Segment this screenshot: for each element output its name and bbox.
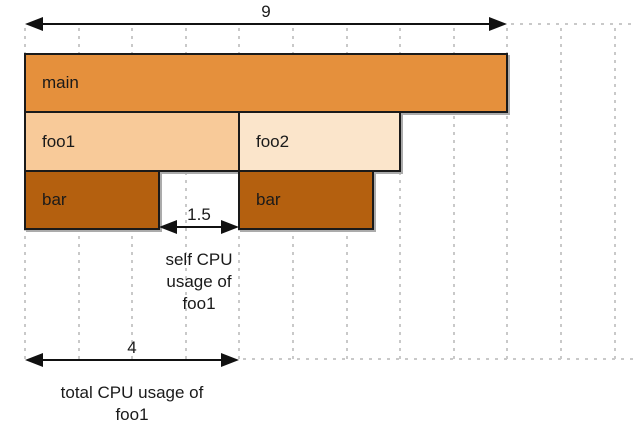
caption-line: self CPU — [165, 250, 233, 269]
total-width-arrow — [25, 17, 507, 31]
arrow-shaft — [38, 23, 494, 25]
self-cpu-foo1-caption: self CPU usage of foo1 — [165, 249, 232, 315]
grid-line — [506, 28, 508, 360]
arrowhead-left-icon — [25, 353, 43, 367]
frame-foo1-label: foo1 — [42, 131, 76, 151]
arrow-shaft — [172, 226, 226, 228]
frame-foo1: foo1 — [24, 111, 240, 172]
caption-line: foo1 — [182, 294, 216, 313]
frame-bar-right-label: bar — [256, 190, 281, 209]
caption-line: usage of — [166, 272, 232, 291]
total-cpu-foo1-value: 4 — [127, 338, 137, 357]
grid-line — [614, 28, 616, 360]
grid-line — [399, 28, 401, 360]
grid-line — [185, 28, 187, 360]
grid-line — [560, 28, 562, 360]
arrowhead-left-icon — [25, 17, 43, 31]
bottom-dotted-extension-line — [243, 358, 633, 360]
frame-foo2-label: foo2 — [256, 131, 290, 151]
arrowhead-right-icon — [221, 220, 239, 234]
total-width-value: 9 — [261, 2, 271, 21]
top-dotted-extension-line — [511, 23, 633, 25]
frame-foo2: foo2 — [238, 111, 401, 172]
frame-main-label: main — [42, 73, 79, 92]
total-cpu-foo1-arrow — [25, 353, 239, 367]
caption-line: foo1 — [115, 405, 149, 424]
self-cpu-foo1-value: 1.5 — [187, 205, 211, 224]
arrow-shaft — [38, 359, 226, 361]
frame-bar-left-label: bar — [42, 190, 67, 209]
caption-line: total CPU usage of — [60, 383, 204, 402]
grid-line — [453, 28, 455, 360]
total-cpu-foo1-caption: total CPU usage of foo1 — [61, 382, 204, 426]
arrowhead-right-icon — [221, 353, 239, 367]
arrowhead-left-icon — [159, 220, 177, 234]
frame-bar-left: bar — [24, 170, 160, 230]
frame-main: main — [24, 53, 508, 113]
frame-bar-right: bar — [238, 170, 374, 230]
self-cpu-foo1-arrow — [159, 220, 239, 234]
arrowhead-right-icon — [489, 17, 507, 31]
